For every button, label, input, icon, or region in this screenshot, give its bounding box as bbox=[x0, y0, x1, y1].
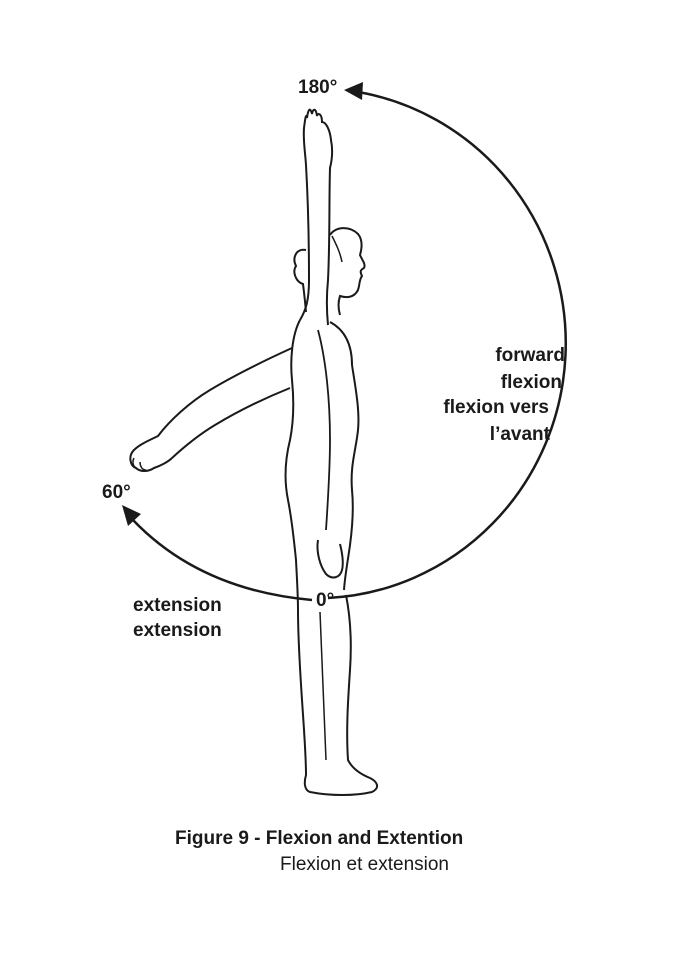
flexion-label-en-1: forward bbox=[495, 345, 565, 366]
extension-arrowhead bbox=[122, 505, 141, 526]
extension-label-en: extension bbox=[133, 595, 222, 616]
flexion-label-en-2: flexion bbox=[500, 372, 562, 393]
flexion-arc bbox=[327, 89, 567, 600]
figure-caption-en: Figure 9 - Flexion and Extention bbox=[175, 828, 464, 849]
angle-label-180: 180° bbox=[298, 77, 338, 98]
angle-label-60: 60° bbox=[102, 482, 131, 503]
raised-arm bbox=[302, 108, 334, 326]
flexion-label-fr-2: l’avant bbox=[489, 424, 550, 445]
flexion-arrowhead bbox=[344, 82, 363, 100]
figure-caption-fr: Flexion et extension bbox=[280, 854, 449, 875]
hand-at-side bbox=[316, 539, 344, 579]
extended-arm bbox=[129, 347, 293, 472]
extension-arc bbox=[132, 519, 313, 602]
head bbox=[329, 227, 366, 316]
extension-label-fr: extension bbox=[133, 620, 222, 641]
angle-label-0: 0° bbox=[316, 590, 335, 611]
torso bbox=[329, 321, 360, 591]
flexion-label-fr-1: flexion vers bbox=[443, 397, 549, 418]
legs bbox=[297, 594, 378, 796]
